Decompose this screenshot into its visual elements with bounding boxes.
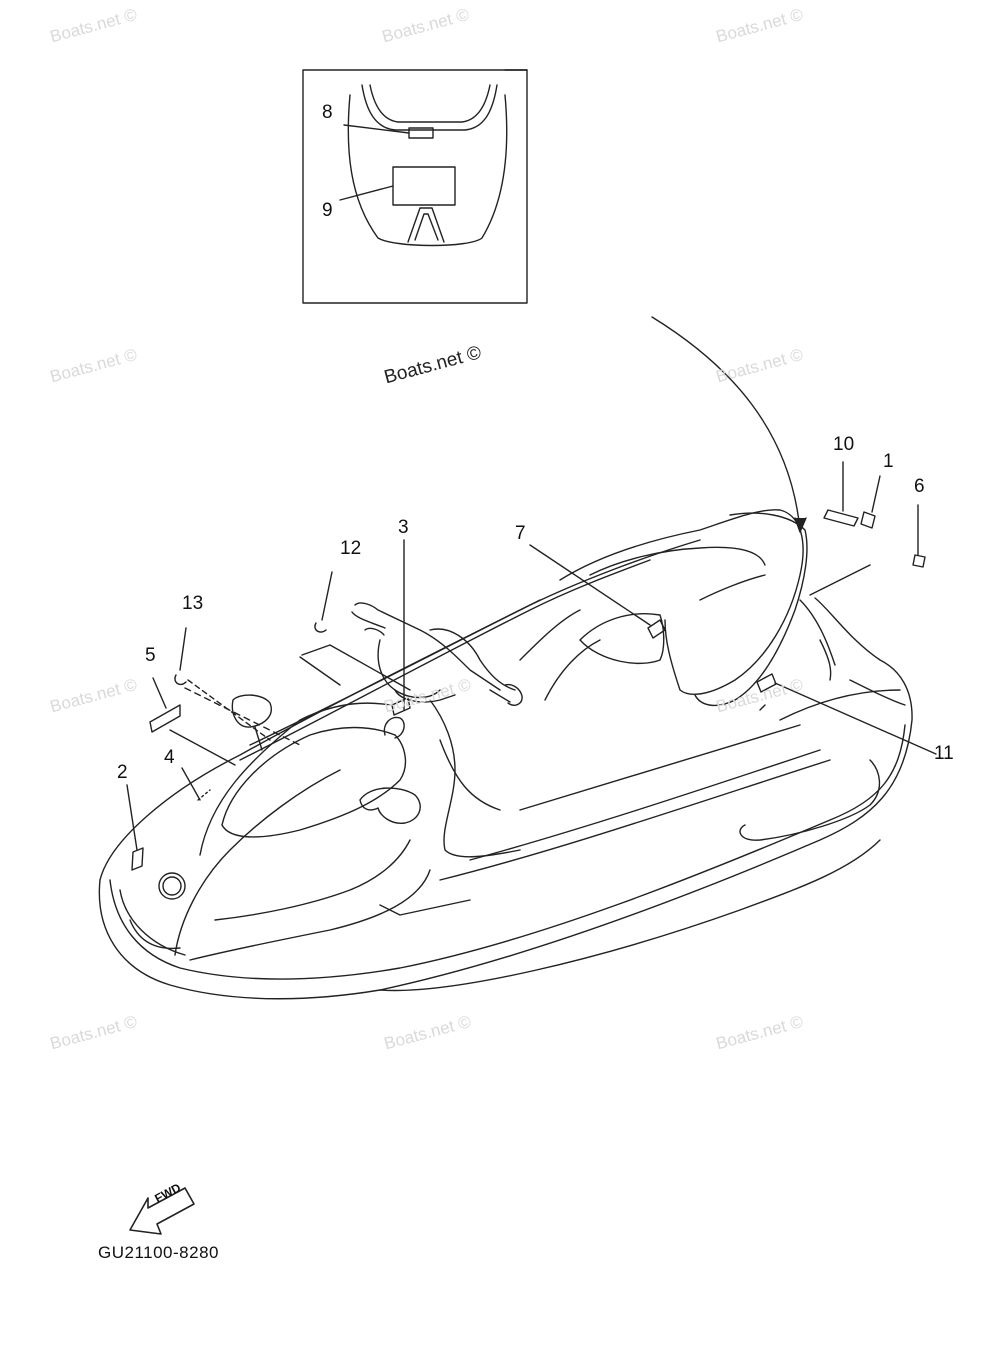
callout-13: 13 bbox=[182, 593, 204, 614]
diagram-code: GU21100-8280 bbox=[98, 1243, 219, 1262]
callout-2: 2 bbox=[117, 762, 128, 783]
callout-8: 8 bbox=[322, 102, 333, 123]
callout-7: 7 bbox=[515, 523, 526, 544]
callout-9: 9 bbox=[322, 200, 333, 221]
label-decals bbox=[126, 461, 937, 871]
callout-11: 11 bbox=[934, 743, 954, 764]
callout-5: 5 bbox=[145, 645, 156, 666]
jet-ski-hull bbox=[98, 509, 913, 1000]
callout-4: 4 bbox=[164, 747, 175, 768]
callout-1: 1 bbox=[883, 451, 894, 472]
callout-10: 10 bbox=[833, 434, 855, 455]
callout-3: 3 bbox=[398, 517, 409, 538]
callout-6: 6 bbox=[914, 476, 925, 497]
callout-12: 12 bbox=[340, 538, 362, 559]
fwd-arrow-icon bbox=[129, 1187, 195, 1235]
inset-detail-box bbox=[302, 69, 528, 304]
